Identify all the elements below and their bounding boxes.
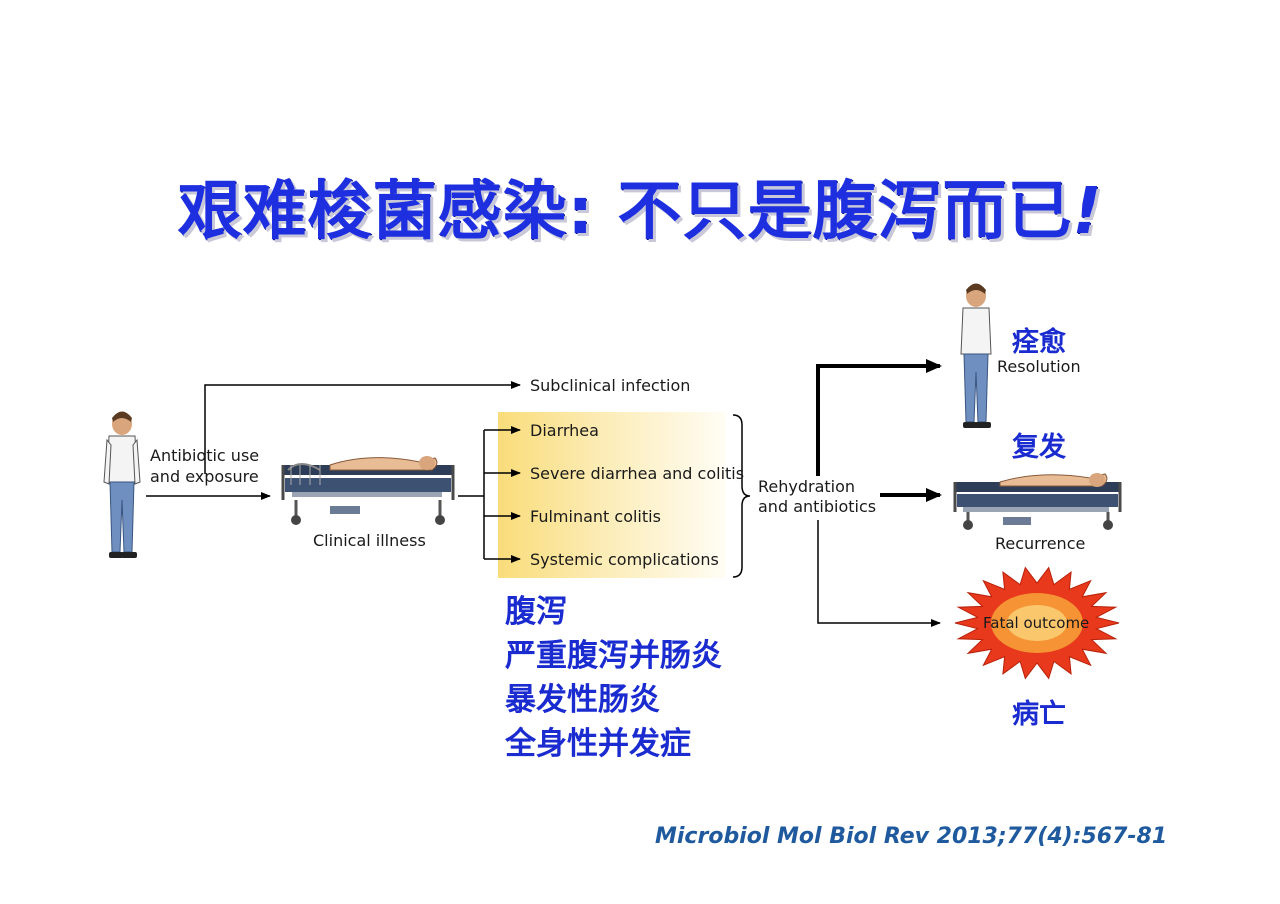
outcome-systemic: Systemic complications xyxy=(530,550,719,569)
standing-person-left-icon xyxy=(103,411,141,558)
outcome-fulminant: Fulminant colitis xyxy=(530,507,661,526)
fatal-label: Fatal outcome xyxy=(983,614,1090,632)
outcomes-cn-list: 腹泻 严重腹泻并肠炎 暴发性肠炎 全身性并发症 xyxy=(505,590,722,766)
hospital-bed-recurrence-icon xyxy=(953,473,1122,530)
outcome-cn-diarrhea: 腹泻 xyxy=(505,594,567,630)
fatal-cn: 病亡 xyxy=(1012,699,1066,730)
outcome-cn-severe: 严重腹泻并肠炎 xyxy=(505,638,722,674)
arrow-fatal xyxy=(817,520,941,627)
outcome-cn-fulminant: 暴发性肠炎 xyxy=(505,682,660,718)
citation: Microbiol Mol Biol Rev 2013;77(4):567-81 xyxy=(655,824,1168,849)
resolution-cn: 痊愈 xyxy=(1012,327,1066,358)
outcome-severe: Severe diarrhea and colitis xyxy=(530,464,745,483)
slide-title: 艰难梭菌感染: 不只是腹泻而已! xyxy=(0,160,1280,252)
antibiotic-label-line1: Antibiotic use xyxy=(150,446,260,465)
subclinical-label: Subclinical infection xyxy=(530,376,691,395)
resolution-label: Resolution xyxy=(997,357,1081,376)
outcomes-brace xyxy=(732,414,751,578)
recurrence-label: Recurrence xyxy=(995,534,1086,553)
outcome-diarrhea: Diarrhea xyxy=(530,421,599,440)
fatal-starburst-icon xyxy=(954,566,1120,680)
arrow-subclinical xyxy=(204,381,521,474)
outcomes-highlight xyxy=(498,412,726,578)
treatment-label-line1: Rehydration xyxy=(758,477,856,496)
recurrence-cn: 复发 xyxy=(1012,432,1066,463)
title-exclaim: ! xyxy=(1072,175,1103,249)
title-text: 艰难梭菌感染: 不只是腹泻而已 xyxy=(177,175,1073,249)
hospital-bed-clinical-icon xyxy=(281,456,455,525)
antibiotic-label-line2: and exposure xyxy=(150,467,259,486)
clinical-illness-label: Clinical illness xyxy=(313,531,426,550)
treatment-label-line2: and antibiotics xyxy=(758,497,877,516)
arrow-resolution xyxy=(816,359,942,476)
standing-person-resolution-icon xyxy=(960,283,992,428)
outcome-cn-systemic: 全身性并发症 xyxy=(505,726,691,762)
